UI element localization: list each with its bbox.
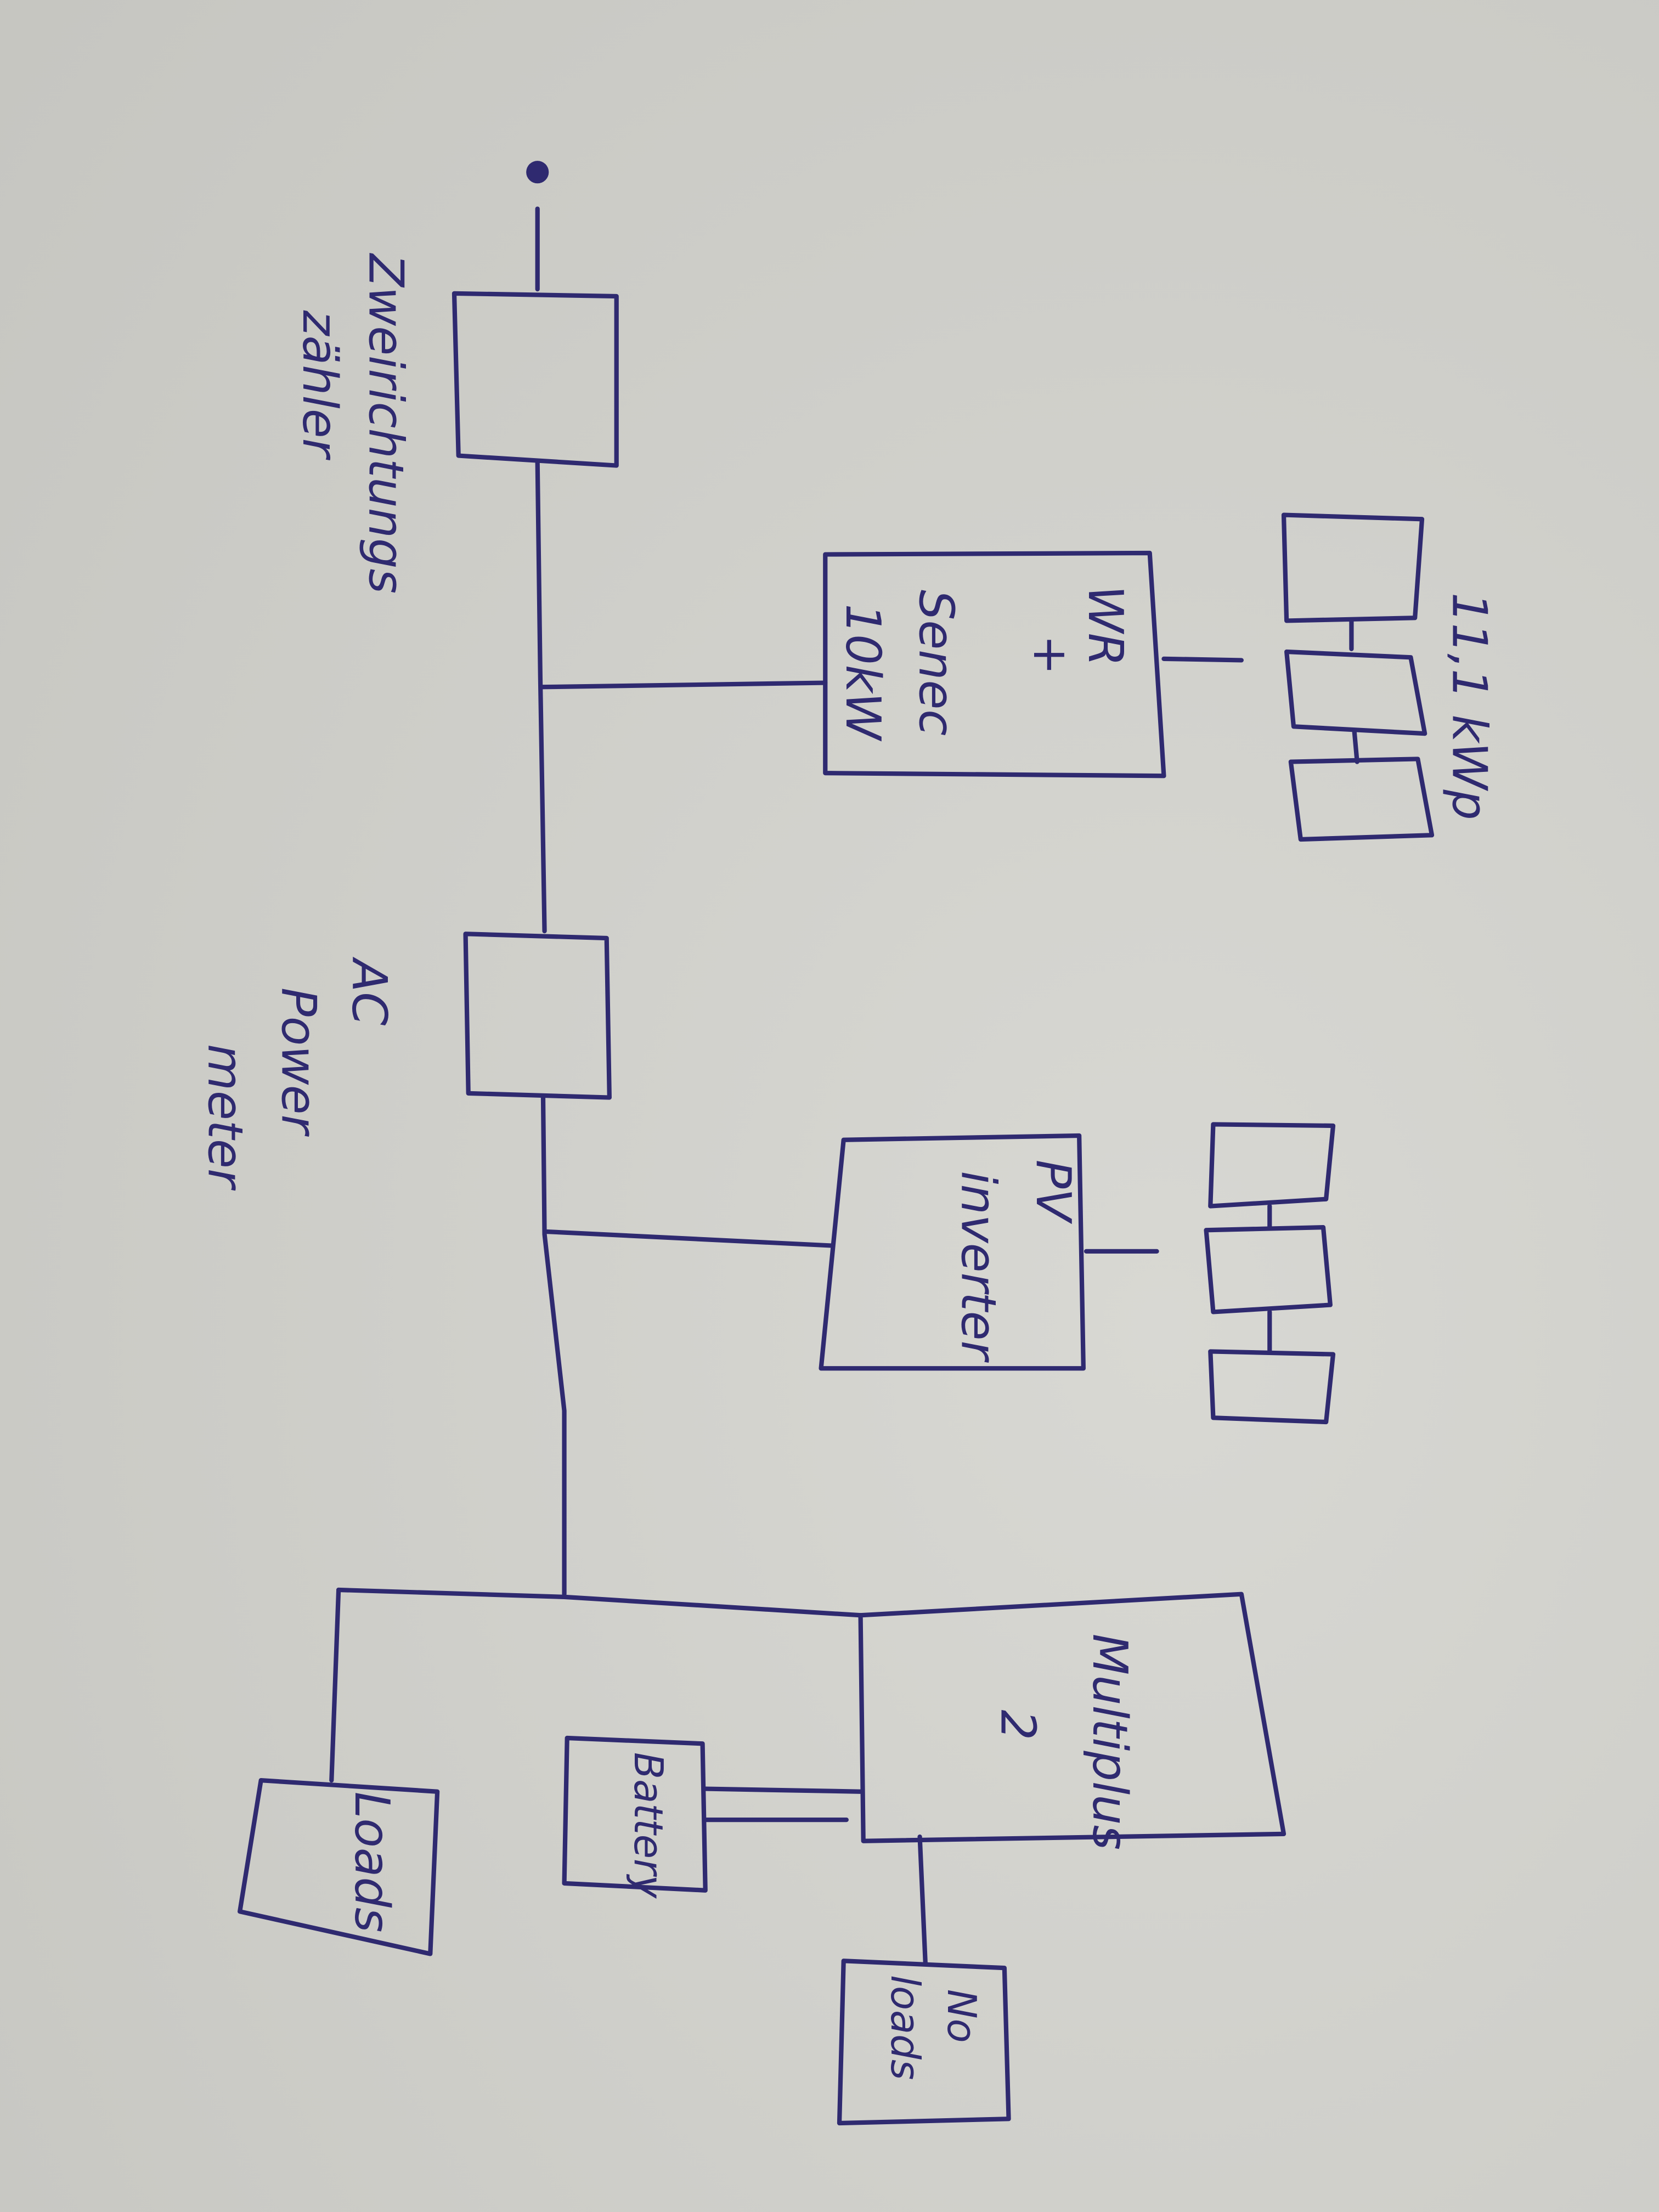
multiplus-label-2: 2	[990, 1710, 1046, 1741]
battery-label: Battery	[625, 1752, 672, 1899]
loads-label: Loads	[344, 1792, 400, 1933]
battery-dc-cables	[703, 1786, 863, 1822]
no-loads-label-2: loads	[882, 1975, 928, 2080]
main-bus-upper	[535, 460, 547, 934]
grid-meter-label-2: zähler	[292, 310, 348, 461]
pv-inverter-label-2: inverter	[951, 1171, 1007, 1363]
pv-array-1-cable	[1161, 656, 1244, 663]
multiplus-box	[858, 1592, 1286, 1843]
solar-panel-icon	[1204, 1225, 1333, 1314]
pv-array-2	[1204, 1122, 1336, 1425]
senec-label-wr: WR	[1077, 585, 1133, 666]
solar-panel-icon	[1281, 512, 1425, 623]
pv-inverter-label-1: PV	[1025, 1160, 1081, 1224]
battery-box	[562, 1735, 708, 1893]
solar-panel-icon	[1288, 757, 1435, 842]
senec-label-plus: +	[1023, 635, 1079, 675]
no-loads-cable	[917, 1834, 928, 1966]
pv-array-1-label: 11,1 kWp	[1442, 592, 1498, 820]
distribution-line	[336, 1587, 863, 1618]
pv-array-1	[1281, 512, 1435, 842]
main-bus-lower	[540, 1095, 567, 1596]
ac-meter-label-1: AC	[341, 957, 397, 1026]
ac-meter-label-2: Power	[270, 988, 326, 1137]
ac-power-meter-box	[463, 932, 612, 1100]
grid-meter-box	[452, 291, 619, 468]
loads-box	[238, 1778, 440, 1956]
senec-branch-line	[539, 680, 828, 690]
senec-label-senec: Senec	[909, 590, 964, 736]
solar-panel-icon	[1208, 1122, 1336, 1209]
pv-inverter-branch-line	[542, 1229, 835, 1248]
grid-connection-point	[526, 161, 549, 184]
grid-meter-label-1: Zweirichtungs	[358, 253, 414, 594]
senec-label-power: 10kW	[835, 604, 891, 742]
multiplus-label-1: Multiplus	[1082, 1634, 1138, 1850]
senec-inverter-box	[823, 550, 1166, 778]
no-loads-box	[837, 1959, 1011, 2126]
solar-panel-icon	[1284, 649, 1427, 736]
pv-inverter-box	[819, 1133, 1086, 1371]
no-loads-label-1: No	[939, 1989, 985, 2043]
ac-meter-label-3: meter	[198, 1044, 253, 1191]
solar-panel-icon	[1208, 1349, 1336, 1425]
loads-cable	[329, 1587, 341, 1783]
